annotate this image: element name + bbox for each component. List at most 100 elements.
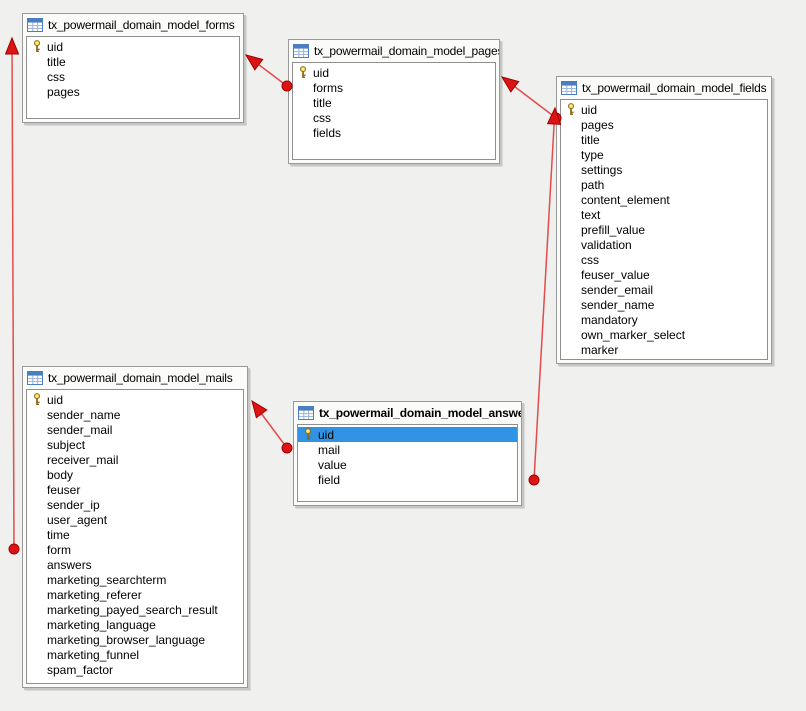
column-row-forms-pages[interactable]: pages	[27, 84, 239, 99]
column-name: path	[581, 177, 605, 192]
column-row-fields-settings[interactable]: settings	[561, 162, 767, 177]
column-row-fields-pages[interactable]: pages	[561, 117, 767, 132]
column-row-answers-mail[interactable]: mail	[298, 442, 517, 457]
connector-line	[255, 61, 288, 87]
table-header[interactable]: tx_powermail_domain_model_fields	[557, 77, 771, 99]
column-row-mails-marketing_browser_language[interactable]: marketing_browser_language	[27, 632, 243, 647]
column-row-fields-title[interactable]: title	[561, 132, 767, 147]
column-row-pages-css[interactable]: css	[293, 110, 495, 125]
column-row-fields-marker[interactable]: marker	[561, 342, 767, 357]
column-row-mails-form[interactable]: form	[27, 542, 243, 557]
column-row-mails-answers[interactable]: answers	[27, 557, 243, 572]
table-icon	[561, 81, 577, 95]
column-row-mails-feuser[interactable]: feuser	[27, 482, 243, 497]
column-name: answers	[47, 557, 92, 572]
column-name: title	[581, 132, 600, 147]
column-name: feuser_value	[581, 267, 650, 282]
column-row-answers-uid[interactable]: uid	[298, 427, 517, 442]
column-row-fields-mandatory[interactable]: mandatory	[561, 312, 767, 327]
column-row-pages-title[interactable]: title	[293, 95, 495, 110]
column-row-fields-content_element[interactable]: content_element	[561, 192, 767, 207]
table-header[interactable]: tx_powermail_domain_model_pages	[289, 40, 499, 62]
column-row-fields-validation[interactable]: validation	[561, 237, 767, 252]
column-row-mails-spam_factor[interactable]: spam_factor	[27, 662, 243, 677]
column-name: uid	[47, 39, 64, 54]
column-row-mails-uid[interactable]: uid	[27, 392, 243, 407]
column-name: spam_factor	[47, 662, 114, 677]
column-name: type	[581, 147, 604, 162]
connector-pages-to-forms[interactable]	[244, 54, 293, 92]
column-row-fields-type[interactable]: type	[561, 147, 767, 162]
column-name: pages	[581, 117, 614, 132]
column-name: uid	[47, 392, 64, 407]
connector-dot	[8, 543, 20, 555]
column-row-fields-text[interactable]: text	[561, 207, 767, 222]
column-name: uid	[581, 102, 598, 117]
table-header[interactable]: tx_powermail_domain_model_forms	[23, 14, 243, 36]
connector-arrowhead	[251, 399, 268, 419]
column-row-mails-receiver_mail[interactable]: receiver_mail	[27, 452, 243, 467]
table-icon	[298, 406, 314, 420]
column-name: css	[47, 69, 65, 84]
column-row-forms-css[interactable]: css	[27, 69, 239, 84]
column-row-fields-own_marker_select[interactable]: own_marker_select	[561, 327, 767, 342]
column-row-fields-uid[interactable]: uid	[561, 102, 767, 117]
column-row-mails-sender_name[interactable]: sender_name	[27, 407, 243, 422]
column-row-fields-sender_email[interactable]: sender_email	[561, 282, 767, 297]
column-row-mails-sender_mail[interactable]: sender_mail	[27, 422, 243, 437]
connector-line	[258, 410, 288, 449]
column-row-fields-css[interactable]: css	[561, 252, 767, 267]
column-row-mails-subject[interactable]: subject	[27, 437, 243, 452]
column-row-mails-body[interactable]: body	[27, 467, 243, 482]
connector-line	[511, 83, 557, 119]
connector-fields-to-pages[interactable]	[500, 76, 562, 124]
column-row-pages-fields[interactable]: fields	[293, 125, 495, 140]
table-header[interactable]: tx_powermail_domain_model_mails	[23, 367, 247, 389]
primary-key-icon	[27, 393, 47, 406]
column-row-mails-user_agent[interactable]: user_agent	[27, 512, 243, 527]
column-name: body	[47, 467, 74, 482]
column-name: title	[313, 95, 332, 110]
column-name: marketing_language	[47, 617, 156, 632]
connector-mails-to-forms[interactable]	[4, 36, 20, 555]
column-row-mails-marketing_language[interactable]: marketing_language	[27, 617, 243, 632]
column-row-mails-marketing_searchterm[interactable]: marketing_searchterm	[27, 572, 243, 587]
column-row-mails-marketing_funnel[interactable]: marketing_funnel	[27, 647, 243, 662]
primary-key-icon	[27, 40, 47, 53]
table-icon	[27, 18, 43, 32]
table-header[interactable]: tx_powermail_domain_model_answers	[294, 402, 521, 424]
primary-key-icon	[293, 66, 313, 79]
column-row-answers-value[interactable]: value	[298, 457, 517, 472]
column-name: value	[318, 457, 347, 472]
column-row-fields-feuser_value[interactable]: feuser_value	[561, 267, 767, 282]
column-row-pages-forms[interactable]: forms	[293, 80, 495, 95]
column-name: fields	[313, 125, 342, 140]
table-title: tx_powermail_domain_model_mails	[48, 371, 233, 385]
column-row-pages-uid[interactable]: uid	[293, 65, 495, 80]
column-row-answers-field[interactable]: field	[298, 472, 517, 487]
column-name: css	[581, 252, 599, 267]
column-row-forms-uid[interactable]: uid	[27, 39, 239, 54]
column-row-fields-sender_name[interactable]: sender_name	[561, 297, 767, 312]
column-row-mails-time[interactable]: time	[27, 527, 243, 542]
column-row-mails-marketing_payed_search_result[interactable]: marketing_payed_search_result	[27, 602, 243, 617]
column-row-fields-prefill_value[interactable]: prefill_value	[561, 222, 767, 237]
column-name: sender_email	[581, 282, 654, 297]
column-row-mails-marketing_referer[interactable]: marketing_referer	[27, 587, 243, 602]
column-name: marketing_searchterm	[47, 572, 167, 587]
column-name: marketing_payed_search_result	[47, 602, 218, 617]
column-name: sender_ip	[47, 497, 100, 512]
column-row-fields-path[interactable]: path	[561, 177, 767, 192]
column-name: css	[313, 110, 331, 125]
column-row-forms-title[interactable]: title	[27, 54, 239, 69]
connector-answers-to-mails[interactable]	[251, 399, 293, 454]
column-row-mails-sender_ip[interactable]: sender_ip	[27, 497, 243, 512]
